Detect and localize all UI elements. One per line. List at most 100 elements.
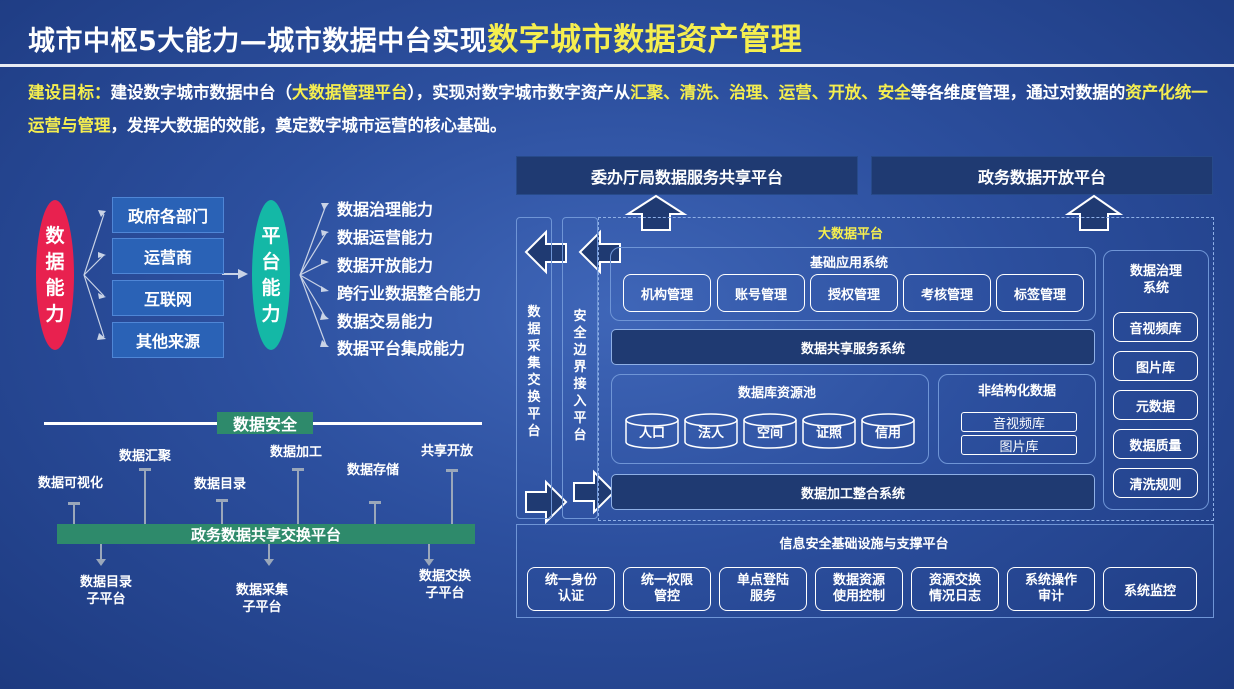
label-process: 数据加工 bbox=[270, 445, 323, 460]
source-internet: 互联网 bbox=[112, 280, 224, 316]
gov-data-quality: 数据质量 bbox=[1113, 429, 1198, 459]
infosec-title: 信息安全基础设施与支撑平台 bbox=[779, 537, 949, 552]
label-visualization: 数据可视化 bbox=[38, 476, 104, 491]
ministry-share-platform: 委办厅局数据服务共享平台 bbox=[516, 156, 858, 195]
infosec-line: 认证 bbox=[557, 589, 584, 604]
label-gather: 数据汇聚 bbox=[119, 449, 172, 464]
platform-ability-char: 力 bbox=[261, 303, 281, 325]
security-boundary-platform: 安 全 边 界 接 入 平 台 bbox=[562, 217, 598, 519]
bigdata-platform bbox=[598, 217, 1214, 521]
gov-title-line: 系统 bbox=[1142, 281, 1169, 296]
unified-permission-control: 统一权限管控 bbox=[623, 567, 711, 611]
vchar: 入 bbox=[573, 394, 587, 409]
tick-cap bbox=[216, 499, 228, 502]
db-cylinders bbox=[625, 413, 915, 449]
tick-cap bbox=[446, 469, 458, 472]
vchar: 接 bbox=[573, 377, 587, 392]
ability-item: 数据交易能力 bbox=[337, 312, 434, 331]
db-pool-title: 数据库资源池 bbox=[738, 386, 817, 401]
label-line: 数据目录 bbox=[80, 575, 133, 590]
ability-item: 数据平台集成能力 bbox=[337, 339, 466, 358]
vchar: 换 bbox=[527, 390, 541, 405]
system-monitoring: 系统监控 bbox=[1103, 567, 1197, 611]
source-gov-departments: 政府各部门 bbox=[112, 197, 224, 233]
gov-av-lib: 音视频库 bbox=[1113, 312, 1198, 342]
data-security-title: 数据安全 bbox=[217, 412, 313, 434]
goal-label: 建设目标： bbox=[28, 83, 111, 102]
org-management-box: 机构管理 bbox=[623, 274, 711, 312]
infosec-line: 使用控制 bbox=[832, 589, 885, 604]
title-highlight: 数字城市数据资产管理 bbox=[487, 22, 803, 58]
data-share-service-system: 数据共享服务系统 bbox=[611, 329, 1095, 365]
tick-cap bbox=[68, 502, 80, 505]
boundary-platform-text: 安 全 边 界 接 入 平 台 bbox=[563, 308, 597, 444]
goal-h3: 资产化统一运营与管理 bbox=[28, 83, 1208, 135]
infosec-line: 系统操作 bbox=[1024, 573, 1077, 588]
label-line: 数据采集 bbox=[236, 583, 289, 598]
collection-platform-text: 数 据 采 集 交 换 平 台 bbox=[517, 304, 551, 440]
unstructured-image-lib: 图片库 bbox=[961, 435, 1077, 455]
vchar: 台 bbox=[573, 428, 587, 443]
base-app-system bbox=[610, 247, 1096, 321]
tick-process bbox=[297, 469, 299, 525]
source-other: 其他来源 bbox=[112, 322, 224, 358]
vchar: 交 bbox=[527, 373, 541, 388]
data-ability-char: 力 bbox=[45, 303, 65, 325]
data-ability-char: 数 bbox=[45, 225, 65, 247]
label-line: 子平台 bbox=[425, 586, 465, 601]
resource-usage-control: 数据资源使用控制 bbox=[815, 567, 903, 611]
gov-metadata: 元数据 bbox=[1113, 390, 1198, 420]
infosec-line: 服务 bbox=[749, 589, 776, 604]
goal-t1: 建设数字城市数据中台（ bbox=[110, 83, 293, 102]
data-governance-system bbox=[1103, 250, 1209, 510]
data-processing-system: 数据加工整合系统 bbox=[611, 474, 1095, 510]
unstructured-title: 非结构化数据 bbox=[978, 384, 1057, 399]
source-operators: 运营商 bbox=[112, 238, 224, 274]
goal-text: 建设目标：建设数字城市数据中台（大数据管理平台），实现对数字城市数字资产从汇聚、… bbox=[28, 76, 1218, 142]
tick-open bbox=[451, 470, 453, 525]
lower-arrows bbox=[96, 544, 434, 566]
data-ability-char: 能 bbox=[45, 277, 65, 299]
infosec-line: 统一身份 bbox=[544, 573, 597, 588]
operation-audit: 系统操作审计 bbox=[1007, 567, 1095, 611]
label-line: 子平台 bbox=[86, 592, 126, 607]
platform-ability-char: 平 bbox=[261, 225, 281, 247]
infosec-platform bbox=[516, 524, 1214, 618]
label-catalog: 数据目录 bbox=[194, 477, 247, 492]
ability-item: 数据开放能力 bbox=[337, 256, 434, 275]
vchar: 安 bbox=[573, 309, 587, 324]
infosec-line: 情况日志 bbox=[928, 589, 981, 604]
tick-cap bbox=[369, 501, 381, 504]
label-storage: 数据存储 bbox=[347, 463, 400, 478]
vchar: 全 bbox=[573, 326, 587, 341]
unified-identity-auth: 统一身份认证 bbox=[527, 567, 615, 611]
db-population: 人口 bbox=[638, 426, 665, 441]
db-spatial: 空间 bbox=[756, 426, 783, 441]
tick-visual bbox=[73, 503, 75, 525]
gov-image-lib: 图片库 bbox=[1113, 351, 1198, 381]
sso-service: 单点登陆服务 bbox=[719, 567, 807, 611]
data-collection-exchange-platform: 数 据 采 集 交 换 平 台 bbox=[516, 217, 552, 519]
tick-storage bbox=[374, 502, 376, 525]
auth-management-box: 授权管理 bbox=[810, 274, 898, 312]
goal-t4: ，发挥大数据的效能，奠定数字城市运营的核心基础。 bbox=[110, 116, 507, 135]
arch-arrows bbox=[524, 194, 1124, 525]
title-main: 城市中枢5大能力—城市数据中台实现 bbox=[28, 26, 488, 57]
vchar: 平 bbox=[573, 411, 587, 426]
tick-catalog bbox=[221, 500, 223, 525]
ability-connectors bbox=[83, 203, 329, 347]
infosec-line: 统一权限 bbox=[640, 573, 693, 588]
vchar: 界 bbox=[573, 360, 587, 375]
vchar: 台 bbox=[527, 424, 541, 439]
vchar: 数 bbox=[527, 305, 541, 320]
vchar: 据 bbox=[527, 322, 541, 337]
infosec-line: 审计 bbox=[1037, 589, 1064, 604]
account-management-box: 账号管理 bbox=[717, 274, 805, 312]
ability-item: 数据运营能力 bbox=[337, 228, 434, 247]
infosec-line: 单点登陆 bbox=[736, 573, 789, 588]
platform-ability-char: 能 bbox=[261, 277, 281, 299]
unstructured-data bbox=[938, 374, 1096, 464]
db-license: 证照 bbox=[815, 426, 842, 441]
gov-open-platform: 政务数据开放平台 bbox=[871, 156, 1213, 195]
tick-gather bbox=[144, 469, 146, 525]
